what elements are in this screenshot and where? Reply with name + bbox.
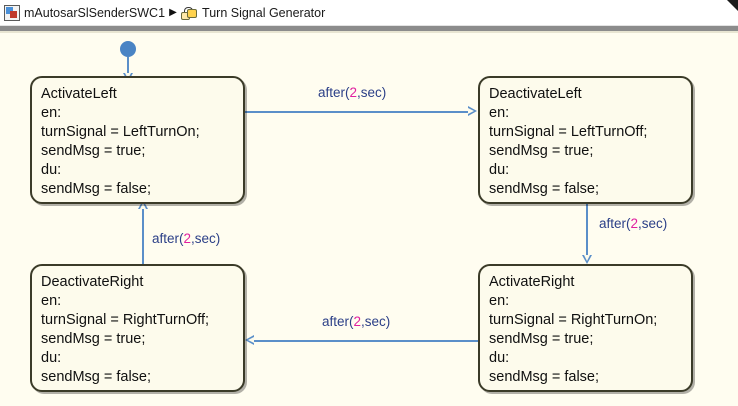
transition-label-deactivate-left-to-activate-right: after(2,sec) (599, 216, 667, 232)
label-suffix: ,sec) (638, 216, 668, 231)
label-suffix: ,sec) (361, 314, 391, 329)
label-prefix: after( (322, 314, 354, 329)
breadcrumb-item-model[interactable]: mAutosarSlSenderSWC1 (4, 0, 165, 26)
breadcrumb-separator-icon: ▶ (169, 6, 177, 18)
transition-label-deactivate-right-to-activate-left: after(2,sec) (152, 231, 220, 247)
state-action-line: turnSignal = LeftTurnOff; (489, 124, 648, 140)
breadcrumb-label-chart: Turn Signal Generator (202, 5, 326, 20)
label-number: 2 (349, 85, 358, 100)
state-action-line: sendMsg = true; (41, 331, 146, 347)
state-action-line: sendMsg = false; (489, 369, 600, 385)
transition-line-activate-left-to-deactivate-left[interactable] (245, 111, 469, 113)
stateflow-chart-icon (181, 5, 198, 21)
transition-line-deactivate-left-to-activate-right[interactable] (586, 204, 588, 260)
state-action-line: du: (41, 162, 62, 178)
state-action-line: en: (41, 293, 62, 309)
state-name: ActivateLeft (41, 86, 117, 102)
transition-arrowhead-up-icon (138, 200, 148, 209)
label-number: 2 (183, 231, 192, 246)
state-activate-right[interactable]: ActivateRight en: turnSignal = RightTurn… (478, 264, 693, 392)
breadcrumb-label-model: mAutosarSlSenderSWC1 (24, 5, 166, 20)
state-name: DeactivateRight (41, 274, 144, 290)
state-action-line: en: (41, 105, 62, 121)
state-action-line: turnSignal = RightTurnOff; (41, 312, 210, 328)
label-prefix: after( (318, 85, 350, 100)
state-action-line: sendMsg = false; (489, 181, 600, 197)
canvas-top-separator-highlight (0, 31, 738, 33)
state-action-line: en: (489, 293, 510, 309)
state-action-line: sendMsg = true; (489, 143, 594, 159)
transition-arrowhead-left-icon (245, 335, 254, 345)
state-action-line: sendMsg = false; (41, 369, 152, 385)
state-name: DeactivateLeft (489, 86, 582, 102)
state-action-line: turnSignal = RightTurnOn; (489, 312, 658, 328)
breadcrumb-item-chart[interactable]: Turn Signal Generator (181, 0, 325, 26)
state-action-line: du: (489, 162, 510, 178)
chart-icon-front-block (187, 8, 198, 18)
transition-arrowhead-right-icon (468, 106, 477, 116)
state-name: ActivateRight (489, 274, 575, 290)
default-transition-line[interactable] (127, 57, 129, 76)
breadcrumb: mAutosarSlSenderSWC1 ▶ Turn Signal Gener… (0, 0, 738, 26)
state-action-line: du: (489, 350, 510, 366)
chart-canvas[interactable]: after(2,sec) after(2,sec) after(2,sec) a… (0, 33, 738, 406)
simulink-model-icon (4, 4, 20, 21)
transition-line-deactivate-right-to-activate-left[interactable] (142, 204, 144, 264)
label-number: 2 (353, 314, 362, 329)
state-action-line: sendMsg = true; (489, 331, 594, 347)
transition-line-activate-right-to-deactivate-right[interactable] (250, 340, 478, 342)
state-action-line: sendMsg = true; (41, 143, 146, 159)
transition-label-activate-left-to-deactivate-left: after(2,sec) (318, 85, 386, 101)
label-suffix: ,sec) (357, 85, 387, 100)
label-suffix: ,sec) (191, 231, 221, 246)
label-number: 2 (630, 216, 639, 231)
transition-label-activate-right-to-deactivate-right: after(2,sec) (322, 314, 390, 330)
label-prefix: after( (152, 231, 184, 246)
canvas-top-separator (0, 26, 738, 31)
label-prefix: after( (599, 216, 631, 231)
state-action-line: turnSignal = LeftTurnOn; (41, 124, 200, 140)
state-action-line: sendMsg = false; (41, 181, 152, 197)
state-action-line: en: (489, 105, 510, 121)
state-deactivate-right[interactable]: DeactivateRight en: turnSignal = RightTu… (30, 264, 245, 392)
state-activate-left[interactable]: ActivateLeft en: turnSignal = LeftTurnOn… (30, 76, 245, 204)
transition-arrowhead-down-icon (582, 255, 592, 264)
state-action-line: du: (41, 350, 62, 366)
default-transition-dot[interactable] (120, 41, 136, 57)
state-deactivate-left[interactable]: DeactivateLeft en: turnSignal = LeftTurn… (478, 76, 693, 204)
panel-collapse-triangle-icon[interactable] (727, 0, 738, 11)
